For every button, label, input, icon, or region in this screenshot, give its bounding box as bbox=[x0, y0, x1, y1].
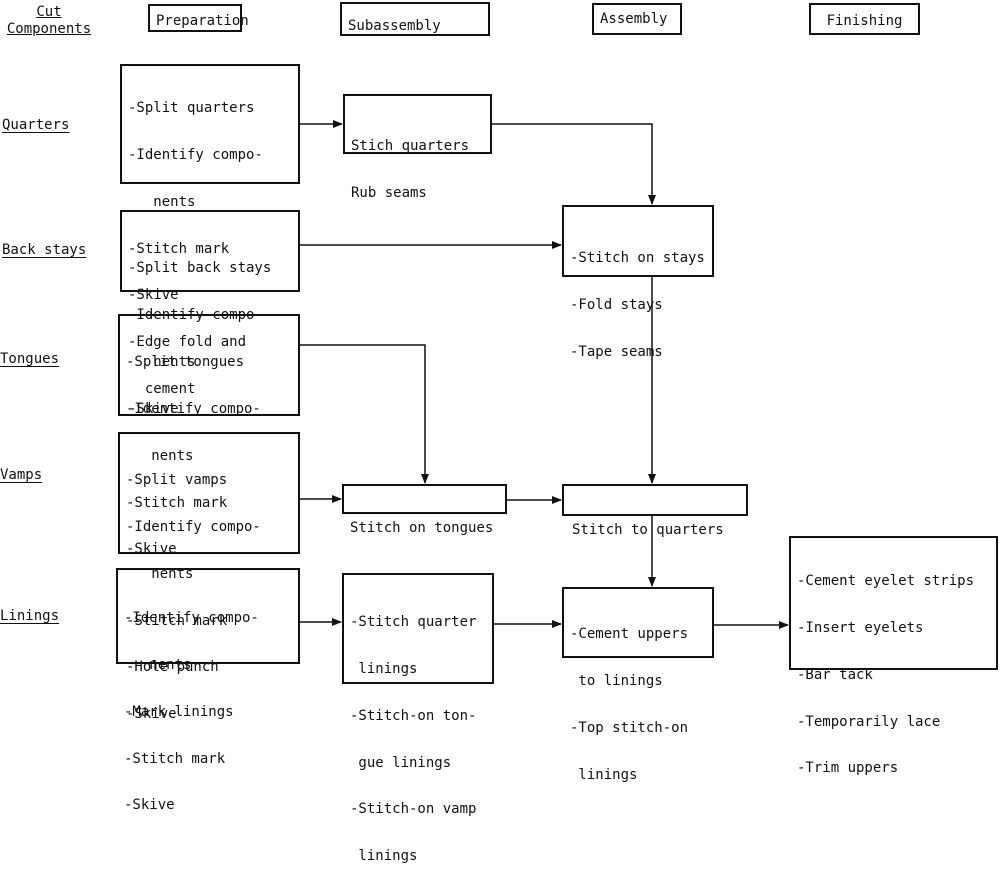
arrow-sub-quarters-to-asm-stays bbox=[492, 123, 656, 205]
finishing-line: -Temporarily lace bbox=[797, 713, 941, 730]
process-flow-diagram: Cut Components Preparation Subassembly A… bbox=[0, 2, 998, 864]
prep-vamps-line: -Split vamps bbox=[126, 472, 228, 489]
sub-tongues-box: Stitch on tongues bbox=[342, 484, 507, 536]
asm-uppers-line: to linings bbox=[570, 672, 663, 689]
header-components-line: Components bbox=[6, 21, 92, 37]
prep-vamps-line: -Stitch mark bbox=[126, 612, 228, 629]
sub-linings-line: -Stitch quarter bbox=[350, 614, 477, 631]
asm-uppers-line: -Cement uppers bbox=[570, 626, 689, 643]
row-label-vamps: Vamps bbox=[0, 467, 43, 483]
finishing-line: -Trim uppers bbox=[797, 760, 899, 777]
row-label-tongues: Tongues bbox=[0, 351, 60, 367]
sub-linings-line: linings bbox=[350, 660, 418, 677]
arrow-prep-tongues-to-sub bbox=[300, 344, 429, 484]
header-subassembly: Subassembly bbox=[340, 2, 490, 36]
prep-quarters-line: -Split quarters bbox=[128, 100, 255, 117]
prep-quarters-line: -Edge fold and bbox=[128, 334, 247, 351]
sub-linings-line: gue linings bbox=[350, 754, 452, 771]
asm-uppers-line: linings bbox=[570, 766, 638, 783]
asm-stays-line: -Stitch on stays bbox=[570, 250, 705, 267]
prep-linings-line: -Mark linings bbox=[124, 703, 234, 720]
finishing-line: -Cement eyelet strips bbox=[797, 573, 975, 590]
asm-quarters-line: Stitch to quarters bbox=[572, 522, 724, 539]
prep-linings-line: nents bbox=[124, 656, 192, 673]
finishing-line: -Insert eyelets bbox=[797, 619, 924, 636]
row-label-back-stays: Back stays bbox=[2, 242, 87, 258]
prep-back-stays-box: -Split back stays -Identify compo- nents… bbox=[120, 210, 300, 416]
prep-tongues-line: -Stitch mark bbox=[126, 494, 228, 511]
sub-tongues-line: Stitch on tongues bbox=[350, 520, 494, 537]
prep-tongues-line: -Split tongues bbox=[126, 354, 245, 371]
prep-back-stays-line: -Split back stays bbox=[128, 260, 272, 277]
prep-linings-line: -Identify compo- bbox=[124, 610, 259, 627]
prep-linings-line: -Stitch mark bbox=[124, 750, 226, 767]
prep-quarters-line: -Stitch mark bbox=[128, 240, 230, 257]
header-preparation: Preparation bbox=[148, 4, 249, 32]
finishing-line: -Bar tack bbox=[797, 666, 873, 683]
header-cut-components: Cut Components bbox=[2, 4, 96, 38]
prep-quarters-box: -Split quarters -Identify compo- nents -… bbox=[120, 64, 300, 396]
prep-quarters-line: cement bbox=[128, 380, 196, 397]
header-cut-line: Cut bbox=[36, 4, 62, 20]
sub-quarters-line: Rub seams bbox=[351, 184, 427, 201]
prep-tongues-line: -Identify compo- bbox=[126, 400, 261, 417]
prep-quarters-line: nents bbox=[128, 193, 196, 210]
asm-uppers-line: -Top stitch-on bbox=[570, 719, 689, 736]
prep-back-stays-line: nents bbox=[128, 353, 196, 370]
prep-vamps-line: -Identify compo- bbox=[126, 518, 261, 535]
prep-back-stays-line: -Skive bbox=[128, 400, 179, 417]
header-finishing: Finishing bbox=[809, 3, 920, 35]
sub-quarters-box: Stich quarters Rub seams bbox=[343, 94, 492, 201]
row-label-quarters: Quarters bbox=[2, 117, 70, 133]
sub-linings-line: -Stitch-on ton- bbox=[350, 707, 477, 724]
connector-lines bbox=[300, 120, 789, 629]
prep-linings-line: -Skive bbox=[124, 797, 175, 814]
sub-linings-line: linings bbox=[350, 848, 418, 865]
sub-linings-line: -Stitch-on vamp bbox=[350, 801, 477, 818]
prep-tongues-line: nents bbox=[126, 447, 194, 464]
sub-quarters-line: Stich quarters bbox=[351, 138, 470, 155]
asm-quarters-box: Stitch to quarters bbox=[562, 484, 748, 538]
prep-vamps-box: -Split vamps -Identify compo- nents -Sti… bbox=[118, 432, 300, 722]
prep-quarters-line: -Identify compo- bbox=[128, 146, 263, 163]
header-assembly: Assembly bbox=[592, 3, 682, 35]
row-label-linings: Linings bbox=[0, 608, 60, 624]
